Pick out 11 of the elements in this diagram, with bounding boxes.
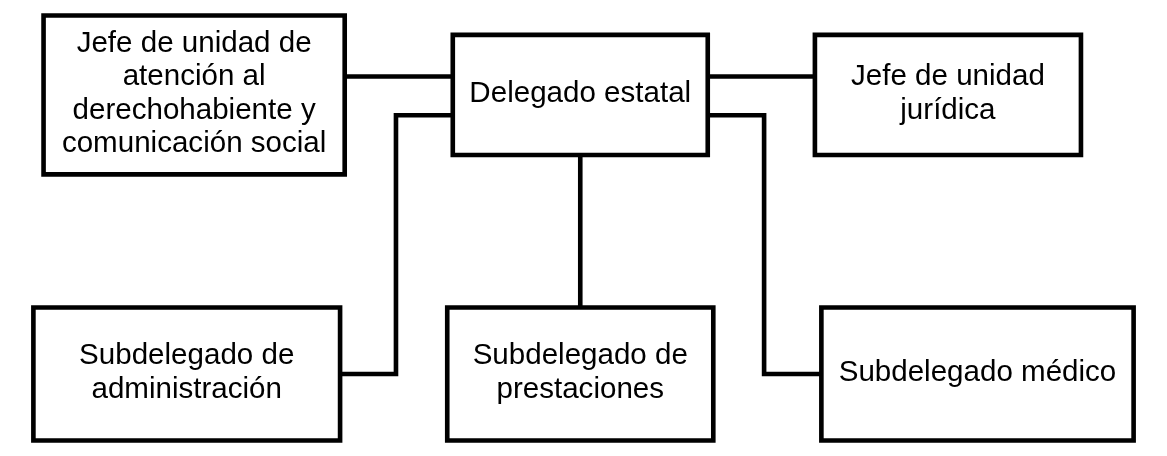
node-box: Jefe de unidad jurídica [812, 32, 1084, 158]
node-box: Subdelegado de administración [31, 305, 343, 443]
node-box: Subdelegado de prestaciones [444, 305, 716, 443]
connector [707, 74, 815, 79]
connector [577, 155, 583, 308]
node-box: Jefe de unidad de atención al derechohabiente y comunicación social [41, 13, 347, 177]
connector [707, 113, 822, 377]
connector [345, 74, 453, 79]
connector [340, 113, 453, 377]
node-box: Subdelegado médico [819, 305, 1136, 443]
node-box: Delegado estatal [450, 32, 711, 158]
